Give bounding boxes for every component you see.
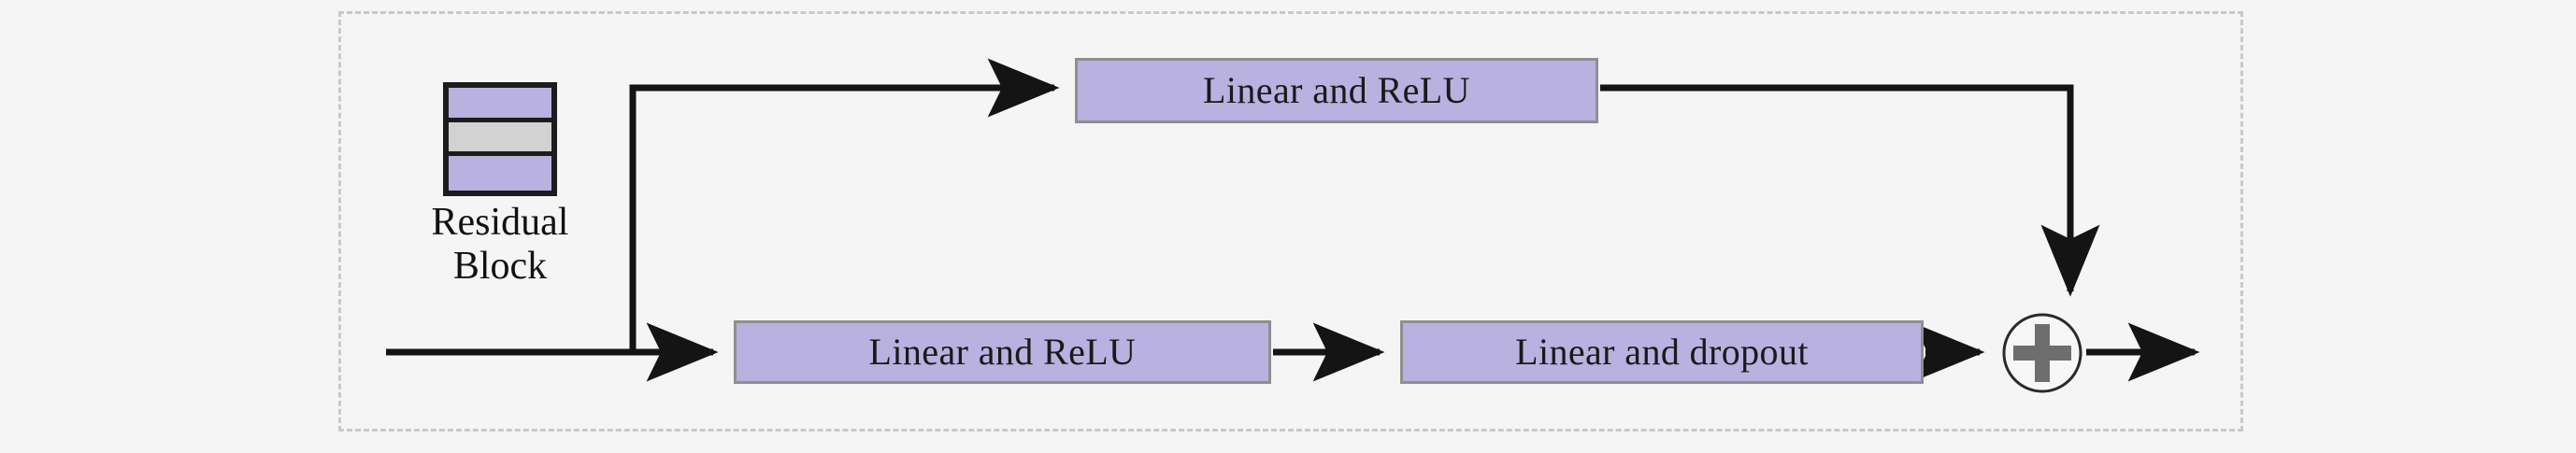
residual-band-middle — [449, 121, 551, 157]
residual-block-caption-line-2: Block — [452, 245, 548, 289]
residual-block-caption-line-1: Residual — [431, 201, 569, 244]
residual-band-bottom — [449, 156, 551, 191]
node-bottom-linear-and-relu-label: Linear and ReLU — [868, 331, 1137, 373]
node-top-linear-and-relu-label: Linear and ReLU — [1203, 69, 1470, 111]
node-linear-and-dropout[interactable]: Linear and dropout — [1400, 320, 1924, 384]
node-bottom-linear-and-relu[interactable]: Linear and ReLU — [734, 320, 1271, 384]
residual-block-container-outline — [338, 11, 2243, 432]
residual-block-icon — [443, 82, 557, 196]
edge-branch-riser — [629, 58, 1060, 352]
residual-band-top — [449, 88, 551, 122]
addition-node-plus-horizontal — [2013, 346, 2071, 361]
edge-skip-to-adder — [1600, 84, 2100, 297]
residual-block-caption: Residual Block — [374, 201, 626, 289]
addition-node[interactable] — [2000, 311, 2084, 395]
node-linear-and-dropout-label: Linear and dropout — [1515, 331, 1809, 373]
node-top-linear-and-relu[interactable]: Linear and ReLU — [1075, 58, 1598, 123]
